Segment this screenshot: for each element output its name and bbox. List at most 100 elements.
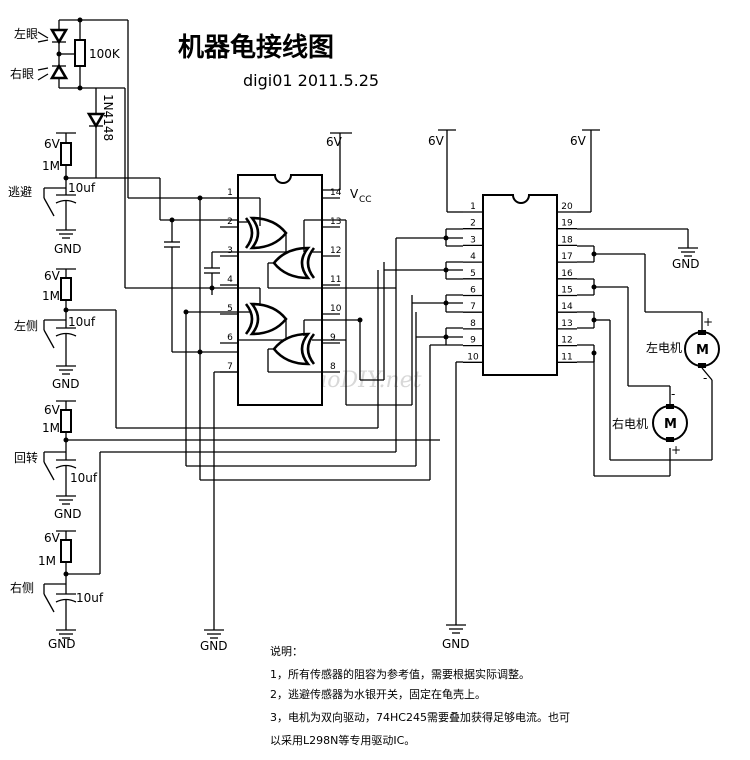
chip1-pins-left-pin-number: 4 [227,275,233,285]
chip1-pins-right-pin-number: 8 [330,362,336,372]
right-switch [43,593,55,613]
chip1-pins-left-pin-number: 7 [227,362,233,372]
turn-1m-label: 1M [42,421,60,435]
diode-1n4148 [86,112,106,129]
right-capacitor [55,598,77,603]
avoid-6v-label: 6V [44,137,61,151]
chip2-pins-right-pin-number: 15 [561,286,572,296]
chip1-pins-left-pin-number: 3 [227,246,233,256]
sensor-right: 6V 1M 10uf 右侧 GND [10,452,104,651]
chip1-pins-right-pin-number: 11 [330,275,341,285]
right-eye-label: 右眼 [10,66,34,81]
left-motor-plus: + [703,315,713,329]
right-motor-m: M [664,417,677,432]
avoid-1m-label: 1M [42,159,60,173]
right-motor-label: 右电机 [612,416,648,431]
chip1-6v-label: 6V [326,135,343,149]
chip1-pins-right-pin-number: 9 [330,333,336,343]
turn-switch [43,461,55,481]
turn-6v-label: 6V [44,403,61,417]
chip1-pins-right-pin-number: 13 [330,217,341,227]
chip2-pins-left-pin-number: 2 [470,219,476,229]
chip2-pins-right-pin-number: 18 [561,235,573,245]
left-eye-label: 左眼 [14,26,38,41]
right-resistor [60,539,72,563]
right-motor: M - + 右电机 [612,386,688,457]
vcc-label: V [350,187,359,201]
left-switch-label: 左侧 [14,318,38,333]
right-motor-minus: - [671,387,675,401]
diagram-title: 机器龟接线图 [178,32,334,63]
driver-ic-body [482,194,558,376]
chip1-pins-left-pin-number: 5 [227,304,233,314]
chip2-gnd-right-label: GND [672,257,700,271]
xor-gate-4 [272,332,316,366]
chip2-pins-right-pin-number: 16 [561,269,573,279]
sensor-left: 6V 1M 10uf 左侧 GND [14,268,117,428]
note-line-4: 以采用L298N等专用驱动IC。 [270,733,415,747]
chip2-pins-left-pin-number: 9 [470,336,476,346]
chip2-pins-left-pin-number: 4 [470,252,476,262]
chip2-pins-right-pin-number: 20 [561,202,573,212]
chip1-pins-right-pin-number: 14 [330,188,342,198]
turn-capacitor [55,464,77,469]
avoid-switch [43,197,55,217]
right-eye-light-arrows [37,67,49,81]
chip1-pins-right-pin-number: 10 [330,304,342,314]
chip2-pins-right-pin-number: 17 [561,252,572,262]
right-1m-label: 1M [38,554,56,568]
avoid-capacitor [55,199,77,204]
chip2-pins-left-pin-number: 6 [470,286,476,296]
xor-ic-body [237,174,323,406]
chip2-right-6v-label: 6V [570,134,587,148]
right-6v-label: 6V [44,531,61,545]
vcc-subscript: CC [359,195,372,205]
avoid-cap-label: 10uf [68,181,96,195]
chip1-pins-left-pin-number: 1 [227,188,233,198]
sensor-turn: 6V 1M 10uf 回转 GND [14,400,440,521]
chip1-pins-left-pin-number: 6 [227,333,233,343]
turn-cap-label: 10uf [70,471,98,485]
sensor-avoid: 6V 1M 10uf 逃避 GND [8,132,238,256]
left-1m-label: 1M [42,289,60,303]
chip2-pins-left-pin-number: 10 [467,352,479,362]
right-cap-label: 10uf [76,591,104,605]
chip2-left-6v-label: 6V [428,134,445,148]
turn-resistor [60,409,72,433]
avoid-resistor [60,142,72,166]
chip1-pins-right-pin-number: 12 [330,246,341,256]
left-eye-photodiode [49,28,69,45]
left-6v-label: 6V [44,269,61,283]
left-motor-minus: - [703,371,707,385]
chip2-gnd-left-label: GND [442,637,470,651]
avoid-switch-label: 逃避 [8,185,32,199]
note-line-1: 1，所有传感器的阻容为参考值，需要根据实际调整。 [270,667,530,681]
resistor-100k [74,39,86,67]
right-motor-plus: + [671,443,681,457]
chip2-pins-left-pin-number: 7 [470,302,476,312]
diode-label: 1N4148 [101,94,115,141]
resistor-100k-label: 100K [89,47,121,61]
chip2-pins-left-pin-number: 8 [470,319,476,329]
chip2-pins-right-pin-number: 12 [561,336,572,346]
turn-gnd-label: GND [54,507,82,521]
turn-switch-label: 回转 [14,450,38,465]
note-line-2: 2，逃避传感器为水银开关，固定在龟壳上。 [270,687,486,701]
chip2-pins-right-pin-number: 19 [561,219,573,229]
chip2-pins-right-pin-number: 13 [561,319,572,329]
chip2-pins-right-pin-number: 11 [561,352,572,362]
left-motor-label: 左电机 [646,340,682,355]
note-line-3: 3，电机为双向驱动，74HC245需要叠加获得足够电流。也可 [270,710,570,724]
chip2-pins-right-pin-number: 14 [561,302,573,312]
left-cap-label: 10uf [68,315,96,329]
chip1-pins-left-pin-number: 2 [227,217,233,227]
notes-heading: 说明： [270,644,303,658]
left-resistor [60,277,72,301]
chip2-pins-left-pin-number: 3 [470,235,476,245]
chip2-pins-left-pin-number: 5 [470,269,476,279]
chip2-pins-left-pin-number: 1 [470,202,476,212]
left-switch [43,329,55,349]
